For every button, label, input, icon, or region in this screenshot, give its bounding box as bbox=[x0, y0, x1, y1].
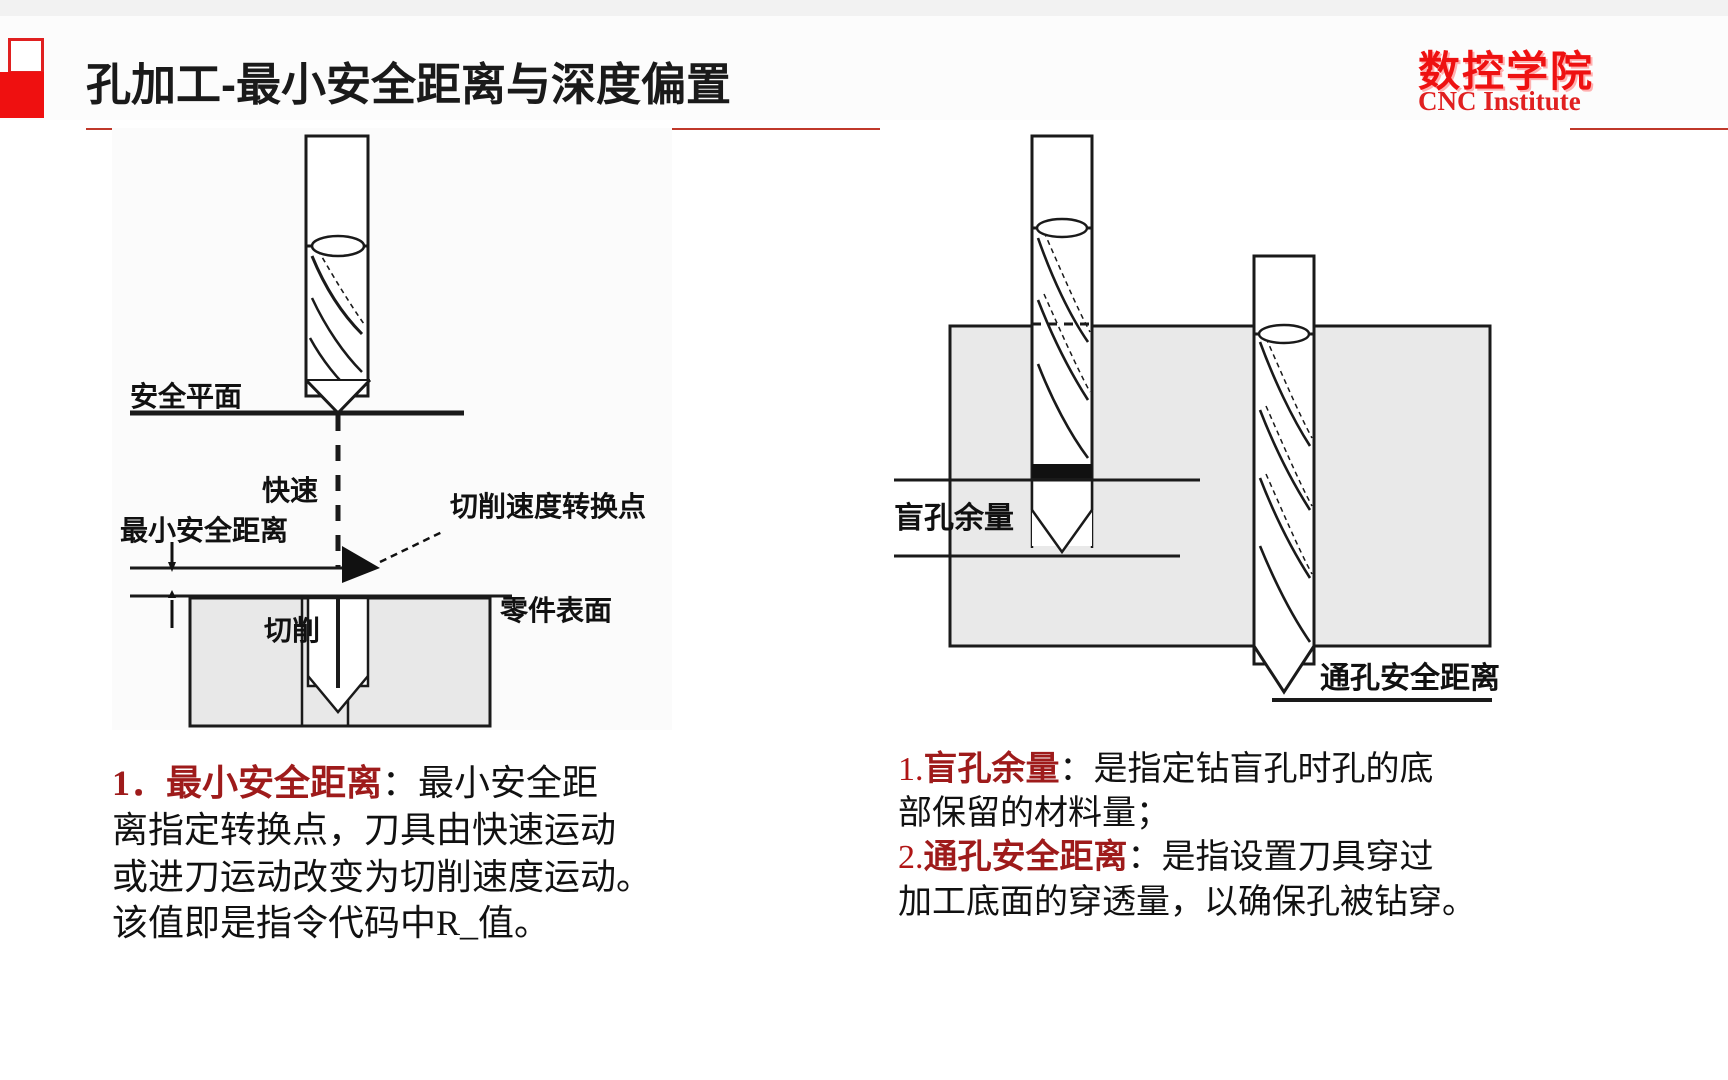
left-description-block: 1．最小安全距离：最小安全距 离指定转换点，刀具由快速运动 或进刀运动改变为切削… bbox=[112, 760, 712, 947]
right-text-line-1: 1.盲孔余量：是指定钻盲孔时孔的底 bbox=[898, 748, 1538, 792]
cnc-institute-logo: 数控学院 CNC Institute bbox=[1402, 36, 1728, 128]
right-diagram-svg: 盲孔余量 通孔安全距离 bbox=[880, 128, 1570, 730]
left-text-line-1: 1．最小安全距离：最小安全距 bbox=[112, 760, 712, 807]
logo-chinese-text: 数控学院 bbox=[1418, 48, 1595, 95]
right-line1-keyword: 盲孔余量 bbox=[923, 751, 1060, 788]
left-line1-keyword: 最小安全距离 bbox=[166, 763, 383, 803]
left-diagram: 安全平面 快速 最小安全距离 切削速度转换点 零件表面 切削 bbox=[112, 128, 672, 730]
page-title: 孔加工-最小安全距离与深度偏置 bbox=[86, 59, 731, 110]
right-line3-number: 2. bbox=[898, 839, 924, 877]
red-solid-square bbox=[0, 72, 44, 118]
right-text-line-2: 部保留的材料量； bbox=[898, 795, 1170, 833]
left-text-line-4: 该值即是指令代码中R_值。 bbox=[112, 903, 551, 944]
label-part-surface: 零件表面 bbox=[500, 595, 612, 626]
label-min-safe-distance: 最小安全距离 bbox=[120, 514, 288, 546]
right-description-block: 1.盲孔余量：是指定钻盲孔时孔的底 部保留的材料量； 2.通孔安全距离：是指设置… bbox=[898, 748, 1538, 925]
right-line1-colon: ： bbox=[1059, 751, 1094, 788]
right-diagram: 盲孔余量 通孔安全距离 bbox=[880, 128, 1570, 730]
label-cut-speed-switch-point: 切削速度转换点 bbox=[450, 491, 646, 522]
right-line1-rest: 是指定钻盲孔时孔的底 bbox=[1093, 751, 1434, 788]
right-line3-keyword: 通孔安全距离 bbox=[923, 839, 1128, 877]
right-line3-colon: ： bbox=[1127, 839, 1162, 877]
red-decoration-mark bbox=[0, 38, 46, 118]
label-safe-plane: 安全平面 bbox=[130, 380, 242, 412]
left-line1-rest: 最小安全距 bbox=[418, 763, 599, 803]
left-diagram-svg: 安全平面 快速 最小安全距离 切削速度转换点 零件表面 切削 bbox=[112, 128, 672, 730]
slide-header: 孔加工-最小安全距离与深度偏置 数控学院 CNC Institute bbox=[0, 16, 1728, 130]
right-line1-number: 1. bbox=[898, 751, 924, 788]
red-outline-square bbox=[8, 38, 44, 74]
label-through-hole-safe-distance: 通孔安全距离 bbox=[1320, 661, 1500, 695]
left-text-line-3: 或进刀运动改变为切削速度运动。 bbox=[112, 856, 653, 897]
label-rapid: 快速 bbox=[262, 475, 318, 506]
top-strip bbox=[0, 0, 1728, 17]
label-cutting: 切削 bbox=[264, 615, 320, 646]
right-line3-rest: 是指设置刀具穿过 bbox=[1161, 839, 1434, 877]
right-text-line-3: 2.通孔安全距离：是指设置刀具穿过 bbox=[898, 836, 1538, 880]
left-text-line-2: 离指定转换点，刀具由快速运动 bbox=[112, 809, 617, 850]
label-blind-hole-allowance: 盲孔余量 bbox=[894, 501, 1014, 535]
logo-english-text: CNC Institute bbox=[1418, 86, 1581, 116]
left-line1-colon: ： bbox=[382, 763, 419, 803]
right-text-line-4: 加工底面的穿透量，以确保孔被钻穿。 bbox=[898, 883, 1476, 921]
left-line1-number: 1． bbox=[112, 763, 167, 803]
